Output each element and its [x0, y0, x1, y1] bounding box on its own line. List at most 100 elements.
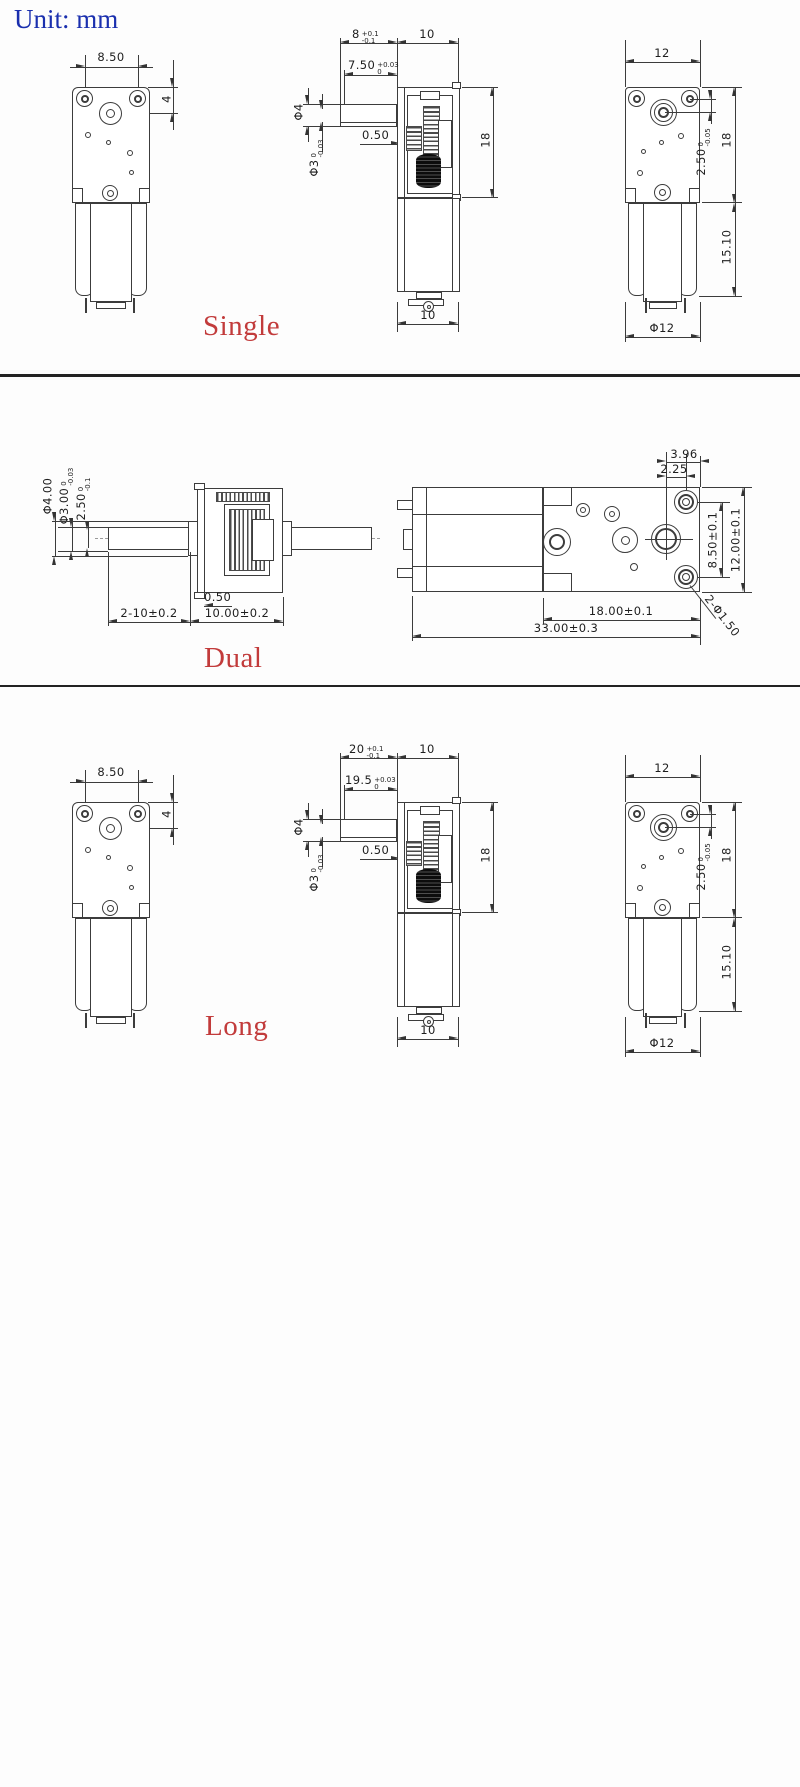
dim-gearbox-width: 10: [419, 742, 435, 756]
arrowhead: [490, 87, 494, 96]
arrowhead: [305, 810, 309, 819]
gear-teeth: [216, 492, 270, 502]
arrowhead: [319, 100, 323, 109]
mount-hole: [682, 498, 690, 506]
plate-notch: [625, 188, 636, 203]
output-shaft-hole: [106, 824, 115, 833]
arrowhead: [108, 619, 117, 623]
plate-step: [543, 573, 572, 592]
gearbox-plate-line: [204, 488, 205, 593]
extension-line: [340, 38, 341, 104]
dimension-line: [340, 43, 397, 44]
screw-hole: [134, 810, 142, 818]
arrowhead: [76, 64, 85, 68]
dimension-line: [173, 60, 174, 130]
extension-line: [458, 753, 459, 802]
tol-lower: 0: [374, 782, 379, 791]
extension-line: [625, 755, 626, 802]
extension-line: [686, 454, 687, 490]
motor-body: [90, 203, 132, 302]
arrowhead: [340, 755, 349, 759]
tolerance: 0-0.1: [77, 478, 92, 492]
motor-terminal: [85, 1013, 87, 1028]
extension-line: [344, 70, 345, 104]
extension-line: [458, 302, 459, 332]
motor-edge-line: [452, 198, 453, 292]
dim-value: 19.5: [345, 773, 373, 787]
arrowhead: [52, 556, 56, 565]
extension-line: [702, 202, 742, 203]
dim-shaft-dia: Φ4: [291, 818, 306, 836]
arrowhead: [657, 474, 666, 478]
section-divider: [0, 374, 800, 377]
motor-body-side: [397, 198, 460, 292]
arrowhead: [625, 334, 634, 338]
plate-notch: [139, 903, 150, 918]
tol-lower: -0.03: [316, 854, 325, 873]
extension-line: [699, 1011, 742, 1012]
arrowhead: [691, 617, 700, 621]
arrowhead: [190, 619, 199, 623]
gearbox-tab: [194, 592, 205, 599]
center-line: [645, 539, 693, 540]
dimension-line: [397, 1039, 458, 1040]
tolerance: +0.1-0.1: [366, 746, 383, 759]
arrowhead: [732, 194, 736, 203]
dimension-line: [412, 637, 700, 638]
dim-hole-pitch: 2.25: [660, 462, 688, 476]
arrowhead: [388, 72, 397, 76]
dim-value: 2.50: [74, 493, 88, 521]
extension-line: [702, 917, 742, 918]
motor-terminal: [397, 500, 413, 510]
dim-bottom-width: 10: [420, 308, 436, 322]
motor-terminal: [684, 1013, 686, 1028]
dim-hole-span: 8.50±0.1: [705, 511, 720, 569]
pilot-hole: [630, 563, 638, 571]
dim-value: 20: [349, 742, 365, 756]
extension-line: [625, 40, 626, 87]
plate-notch: [689, 903, 700, 918]
arrowhead: [397, 40, 406, 44]
pilot-hole: [129, 170, 134, 175]
arrowhead: [449, 1036, 458, 1040]
dimension-line: [397, 43, 458, 44]
extension-line: [58, 551, 108, 552]
pilot-hole: [637, 170, 643, 176]
gearbox-tab: [194, 483, 205, 490]
pilot-hole: [129, 885, 134, 890]
dim-value: Φ3: [307, 874, 321, 892]
extension-line: [52, 556, 188, 557]
extension-line: [58, 527, 108, 528]
screw-hole: [81, 95, 89, 103]
arrowhead: [657, 459, 666, 463]
tol-lower: -0.03: [66, 467, 75, 486]
motor-end-cap: [416, 1007, 442, 1014]
dim-gearbox-width: 10.00±0.2: [204, 606, 270, 620]
dim-value: 2.50: [694, 863, 708, 891]
motor-end-cap: [96, 1017, 126, 1024]
gear-shaft-block: [420, 806, 440, 815]
extension-line: [666, 452, 667, 518]
dimension-line: [493, 802, 494, 913]
arrowhead: [397, 321, 406, 325]
dimension-line: [397, 324, 458, 325]
arrowhead: [732, 802, 736, 811]
extension-line: [344, 785, 345, 819]
tol-lower: -0.05: [703, 843, 712, 862]
dimension-line: [735, 802, 736, 918]
arrowhead: [85, 521, 89, 530]
pilot-hole: [85, 132, 91, 138]
pilot-hole: [637, 885, 643, 891]
dim-motor-dia: Φ12: [649, 1036, 675, 1050]
dim-step: 0.50: [362, 843, 390, 857]
dimension-line: [70, 67, 153, 68]
arrowhead: [138, 779, 147, 783]
gearbox-plate-line: [404, 802, 405, 913]
dimension-line: [735, 203, 736, 296]
section-label-long: Long: [205, 1010, 269, 1042]
section-label-dual: Dual: [204, 642, 263, 674]
arrowhead: [170, 113, 174, 122]
center-line: [666, 518, 667, 560]
extension-line: [412, 596, 413, 641]
